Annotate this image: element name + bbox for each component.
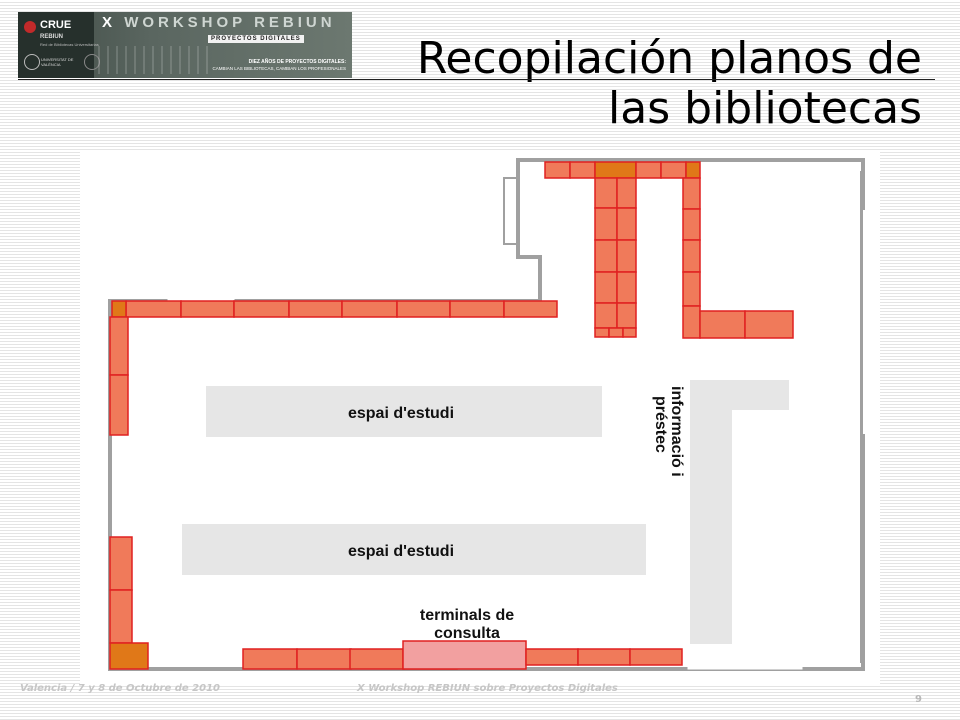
info-desk-label-line-1: informació i — [668, 386, 685, 477]
banner-tagline-2: CAMBIAN LAS BIBLIOTECAS, CAMBIAN LOS PRO… — [212, 66, 346, 71]
shelf-top-row-8 — [503, 300, 558, 318]
shelf-stack-right-5 — [616, 302, 637, 329]
shelf-column-1 — [682, 177, 701, 210]
wall-door-left — [503, 177, 519, 245]
shelf-stack-left-2 — [594, 207, 618, 241]
slide-title: Recopilación planos de las bibliotecas — [362, 34, 922, 134]
study-table-1 — [206, 386, 602, 437]
shelf-bottom-row-2 — [296, 648, 352, 670]
rebiun-label: REBIUN — [40, 34, 64, 40]
shelf-stack-right-4 — [616, 271, 637, 304]
terminals-label-line-1: terminals de — [420, 607, 514, 624]
shelf-left-upper-2 — [109, 374, 129, 436]
shelf-top-row-2 — [180, 300, 235, 318]
shelf-bottom-right-2 — [577, 648, 631, 666]
shelf-stack-base-3 — [622, 327, 637, 338]
shelf-stack-base-1 — [594, 327, 610, 338]
shelf-top-row-7 — [449, 300, 505, 318]
study-area-label-2: espai d'estudi — [348, 543, 454, 560]
shelf-left-upper-1 — [109, 316, 129, 376]
shelf-top-row-1 — [125, 300, 182, 318]
slide-title-line-1: Recopilación planos de — [416, 33, 922, 84]
workshop-wordmark: X WORKSHOP REBIUN — [102, 14, 336, 31]
shelf-corner-top-right-2 — [685, 161, 701, 179]
crue-label: CRUE — [40, 19, 72, 31]
shelf-left-lower-2 — [109, 589, 133, 644]
shelves — [109, 161, 794, 670]
shelf-bottom-row-1 — [242, 648, 298, 670]
info-desk — [690, 380, 789, 644]
shelf-corner-top-left — [111, 300, 127, 318]
title-divider — [18, 79, 935, 80]
shelf-bottom-right-3 — [629, 648, 683, 666]
footer-event-date: Valencia / 7 y 8 de Octubre de 2010 — [20, 683, 220, 694]
shelf-bottom-row-3 — [349, 648, 405, 670]
shelf-column-3 — [682, 239, 701, 273]
shelf-corner-bottom-left — [109, 642, 149, 670]
shelf-left-lower-1 — [109, 536, 133, 591]
shelf-column-4 — [682, 271, 701, 307]
slide-title-line-2: las bibliotecas — [608, 83, 922, 134]
shelf-top-row-3 — [233, 300, 290, 318]
shelf-top-right-1 — [544, 161, 571, 179]
banner-decoration — [98, 46, 208, 74]
shelf-top-row-5 — [341, 300, 398, 318]
shelf-top-row-6 — [396, 300, 451, 318]
shelf-stack-left-3 — [594, 239, 618, 273]
banner-tagline-1: DIEZ AÑOS DE PROYECTOS DIGITALES: — [248, 59, 346, 65]
shelf-stack-right-3 — [616, 239, 637, 273]
floor-plan-svg: espai d'estudi espai d'estudi terminals … — [108, 158, 867, 671]
terminals-area — [402, 640, 527, 670]
workshop-banner-logo: CRUE REBIUN Red de Bibliotecas Universit… — [18, 12, 352, 78]
crue-logo-icon — [24, 21, 36, 33]
uv-label: UNIVERSITAT DE VALÈNCIA — [41, 57, 74, 67]
shelf-top-row-4 — [288, 300, 343, 318]
shelf-bottom-right-1 — [525, 648, 579, 666]
uv-seal-icon — [24, 54, 40, 70]
upv-seal-icon — [84, 54, 100, 70]
shelf-corner-top-right-1 — [594, 161, 637, 179]
shelf-stack-base-2 — [608, 327, 624, 338]
shelf-stack-left-4 — [594, 271, 618, 304]
shelf-foot-2 — [744, 310, 794, 339]
footer-event-name: X Workshop REBIUN sobre Proyectos Digita… — [357, 683, 618, 694]
library-floor-plan: espai d'estudi espai d'estudi terminals … — [80, 152, 880, 685]
study-area-label-1: espai d'estudi — [348, 405, 454, 422]
tables — [182, 380, 789, 644]
shelf-column-5 — [682, 305, 701, 339]
study-table-2 — [182, 524, 646, 575]
shelf-foot-1 — [699, 310, 746, 339]
shelf-stack-right-1 — [616, 177, 637, 209]
terminals-label-line-2: consulta — [434, 625, 500, 642]
shelf-stack-left-5 — [594, 302, 618, 329]
floor-plan-labels: espai d'estudi espai d'estudi terminals … — [348, 386, 685, 642]
shelf-stack-left-1 — [594, 177, 618, 209]
info-desk-label-line-2: préstec — [652, 396, 669, 453]
proyectos-digitales-label: PROYECTOS DIGITALES — [208, 35, 304, 43]
shelf-top-right-3 — [635, 161, 662, 179]
shelf-stack-right-2 — [616, 207, 637, 241]
page-number: 9 — [915, 694, 922, 705]
shelf-top-right-2 — [569, 161, 596, 179]
shelf-top-right-4 — [660, 161, 687, 179]
info-desk-label: informació i préstec — [652, 386, 685, 477]
shelf-column-2 — [682, 208, 701, 241]
crue-subtitle: Red de Bibliotecas Universitarias — [40, 42, 99, 47]
